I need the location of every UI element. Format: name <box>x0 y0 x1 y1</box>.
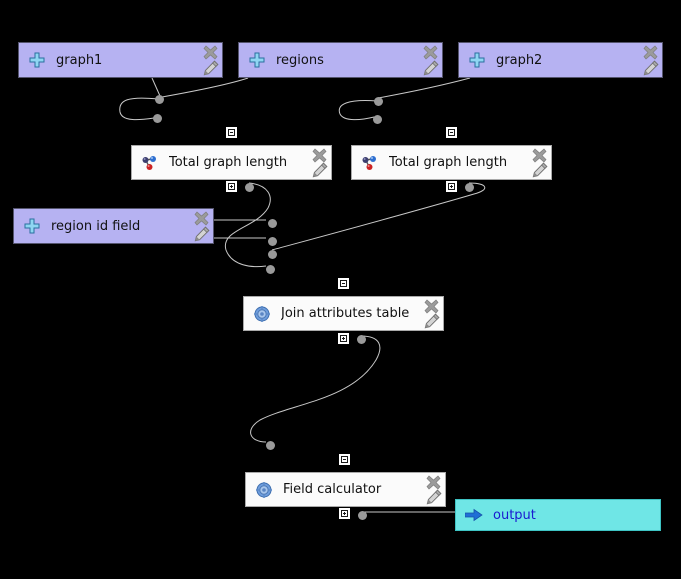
close-icon[interactable] <box>423 45 438 60</box>
plus-icon <box>448 183 455 190</box>
close-icon[interactable] <box>312 148 327 163</box>
node-label-field-calculator: Field calculator <box>283 482 382 497</box>
node-total-graph-length-1[interactable]: Total graph length <box>131 145 332 180</box>
port-join-out[interactable] <box>357 335 366 344</box>
node-actions-total-graph-length-1 <box>305 146 331 179</box>
node-graph2[interactable]: graph2 <box>458 42 663 78</box>
collapse-total-graph-length-1-toggle[interactable] <box>225 126 238 139</box>
close-icon[interactable] <box>643 45 658 60</box>
port-join-in-b[interactable] <box>268 237 277 246</box>
minus-icon <box>341 456 348 463</box>
node-label-graph2: graph2 <box>496 52 543 68</box>
node-region-id-field[interactable]: region id field <box>13 208 214 244</box>
node-label-graph1: graph1 <box>56 52 103 68</box>
node-actions-total-graph-length-2 <box>525 146 551 179</box>
node-actions-graph2 <box>636 43 662 77</box>
close-icon[interactable] <box>426 475 441 490</box>
edit-pencil-icon[interactable] <box>423 60 439 76</box>
wire-graph1-to-tgl1-a <box>151 77 161 97</box>
minus-icon <box>228 129 235 136</box>
node-output[interactable]: output <box>455 499 661 531</box>
expand-total-graph-length-1-toggle[interactable] <box>225 180 238 193</box>
node-actions-join-attributes-table <box>417 297 443 330</box>
wire-graph2-to-port <box>377 77 471 99</box>
plus-parameter-icon <box>26 49 48 71</box>
plus-parameter-icon <box>21 215 43 237</box>
molecule-algorithm-icon <box>359 152 381 174</box>
edit-pencil-icon[interactable] <box>643 60 659 76</box>
node-actions-region-id-field <box>187 209 213 243</box>
node-label-region-id-field: region id field <box>51 218 141 234</box>
collapse-total-graph-length-2-toggle[interactable] <box>445 126 458 139</box>
port-join-in-a[interactable] <box>268 219 277 228</box>
node-join-attributes-table[interactable]: Join attributes table <box>243 296 444 331</box>
port-join-in-d[interactable] <box>266 265 275 274</box>
plus-icon <box>228 183 235 190</box>
node-graph1[interactable]: graph1 <box>18 42 223 78</box>
edit-pencil-icon[interactable] <box>424 313 440 329</box>
node-regions[interactable]: regions <box>238 42 443 78</box>
edit-pencil-icon[interactable] <box>203 60 219 76</box>
expand-total-graph-length-2-toggle[interactable] <box>445 180 458 193</box>
plus-icon <box>341 510 348 517</box>
wire-tgl1-to-join <box>224 182 271 268</box>
minus-icon <box>448 129 455 136</box>
close-icon[interactable] <box>203 45 218 60</box>
edit-pencil-icon[interactable] <box>426 489 442 505</box>
plus-parameter-icon <box>246 49 268 71</box>
node-label-output: output <box>493 507 536 523</box>
wire-graph2-curve <box>338 100 378 121</box>
close-icon[interactable] <box>532 148 547 163</box>
wire-join-to-fc <box>250 335 381 443</box>
node-actions-field-calculator <box>419 473 445 506</box>
plus-icon <box>340 335 347 342</box>
port-fc-in[interactable] <box>266 441 275 450</box>
port-tgl2-out[interactable] <box>465 183 474 192</box>
node-field-calculator[interactable]: Field calculator <box>245 472 446 507</box>
node-actions-regions <box>416 43 442 77</box>
port-join-in-c[interactable] <box>268 250 277 259</box>
gear-algorithm-icon <box>253 479 275 501</box>
collapse-field-calculator-toggle[interactable] <box>338 453 351 466</box>
collapse-join-attributes-table-toggle[interactable] <box>337 277 350 290</box>
arrow-output-icon <box>463 504 485 526</box>
edit-pencil-icon[interactable] <box>532 162 548 178</box>
expand-field-calculator-toggle[interactable] <box>338 507 351 520</box>
minus-icon <box>340 280 347 287</box>
close-icon[interactable] <box>424 299 439 314</box>
wire-regions-to-graph1 <box>161 77 249 98</box>
port-tgl1-out[interactable] <box>245 183 254 192</box>
port-fc-out[interactable] <box>358 511 367 520</box>
port-graph1-in-b[interactable] <box>153 114 162 123</box>
gear-algorithm-icon <box>251 303 273 325</box>
node-total-graph-length-2[interactable]: Total graph length <box>351 145 552 180</box>
node-label-total-graph-length-1: Total graph length <box>169 155 288 170</box>
plus-parameter-icon <box>466 49 488 71</box>
molecule-algorithm-icon <box>139 152 161 174</box>
edit-pencil-icon[interactable] <box>312 162 328 178</box>
node-label-total-graph-length-2: Total graph length <box>389 155 508 170</box>
node-label-regions: regions <box>276 52 324 68</box>
close-icon[interactable] <box>194 211 209 226</box>
node-actions-graph1 <box>196 43 222 77</box>
port-graph2-in-b[interactable] <box>373 115 382 124</box>
wire-tgl2-to-join <box>271 182 486 251</box>
port-graph2-in-a[interactable] <box>374 97 383 106</box>
port-graph1-in-a[interactable] <box>155 95 164 104</box>
node-label-join-attributes-table: Join attributes table <box>281 306 410 321</box>
expand-join-attributes-table-toggle[interactable] <box>337 332 350 345</box>
edit-pencil-icon[interactable] <box>194 226 210 242</box>
